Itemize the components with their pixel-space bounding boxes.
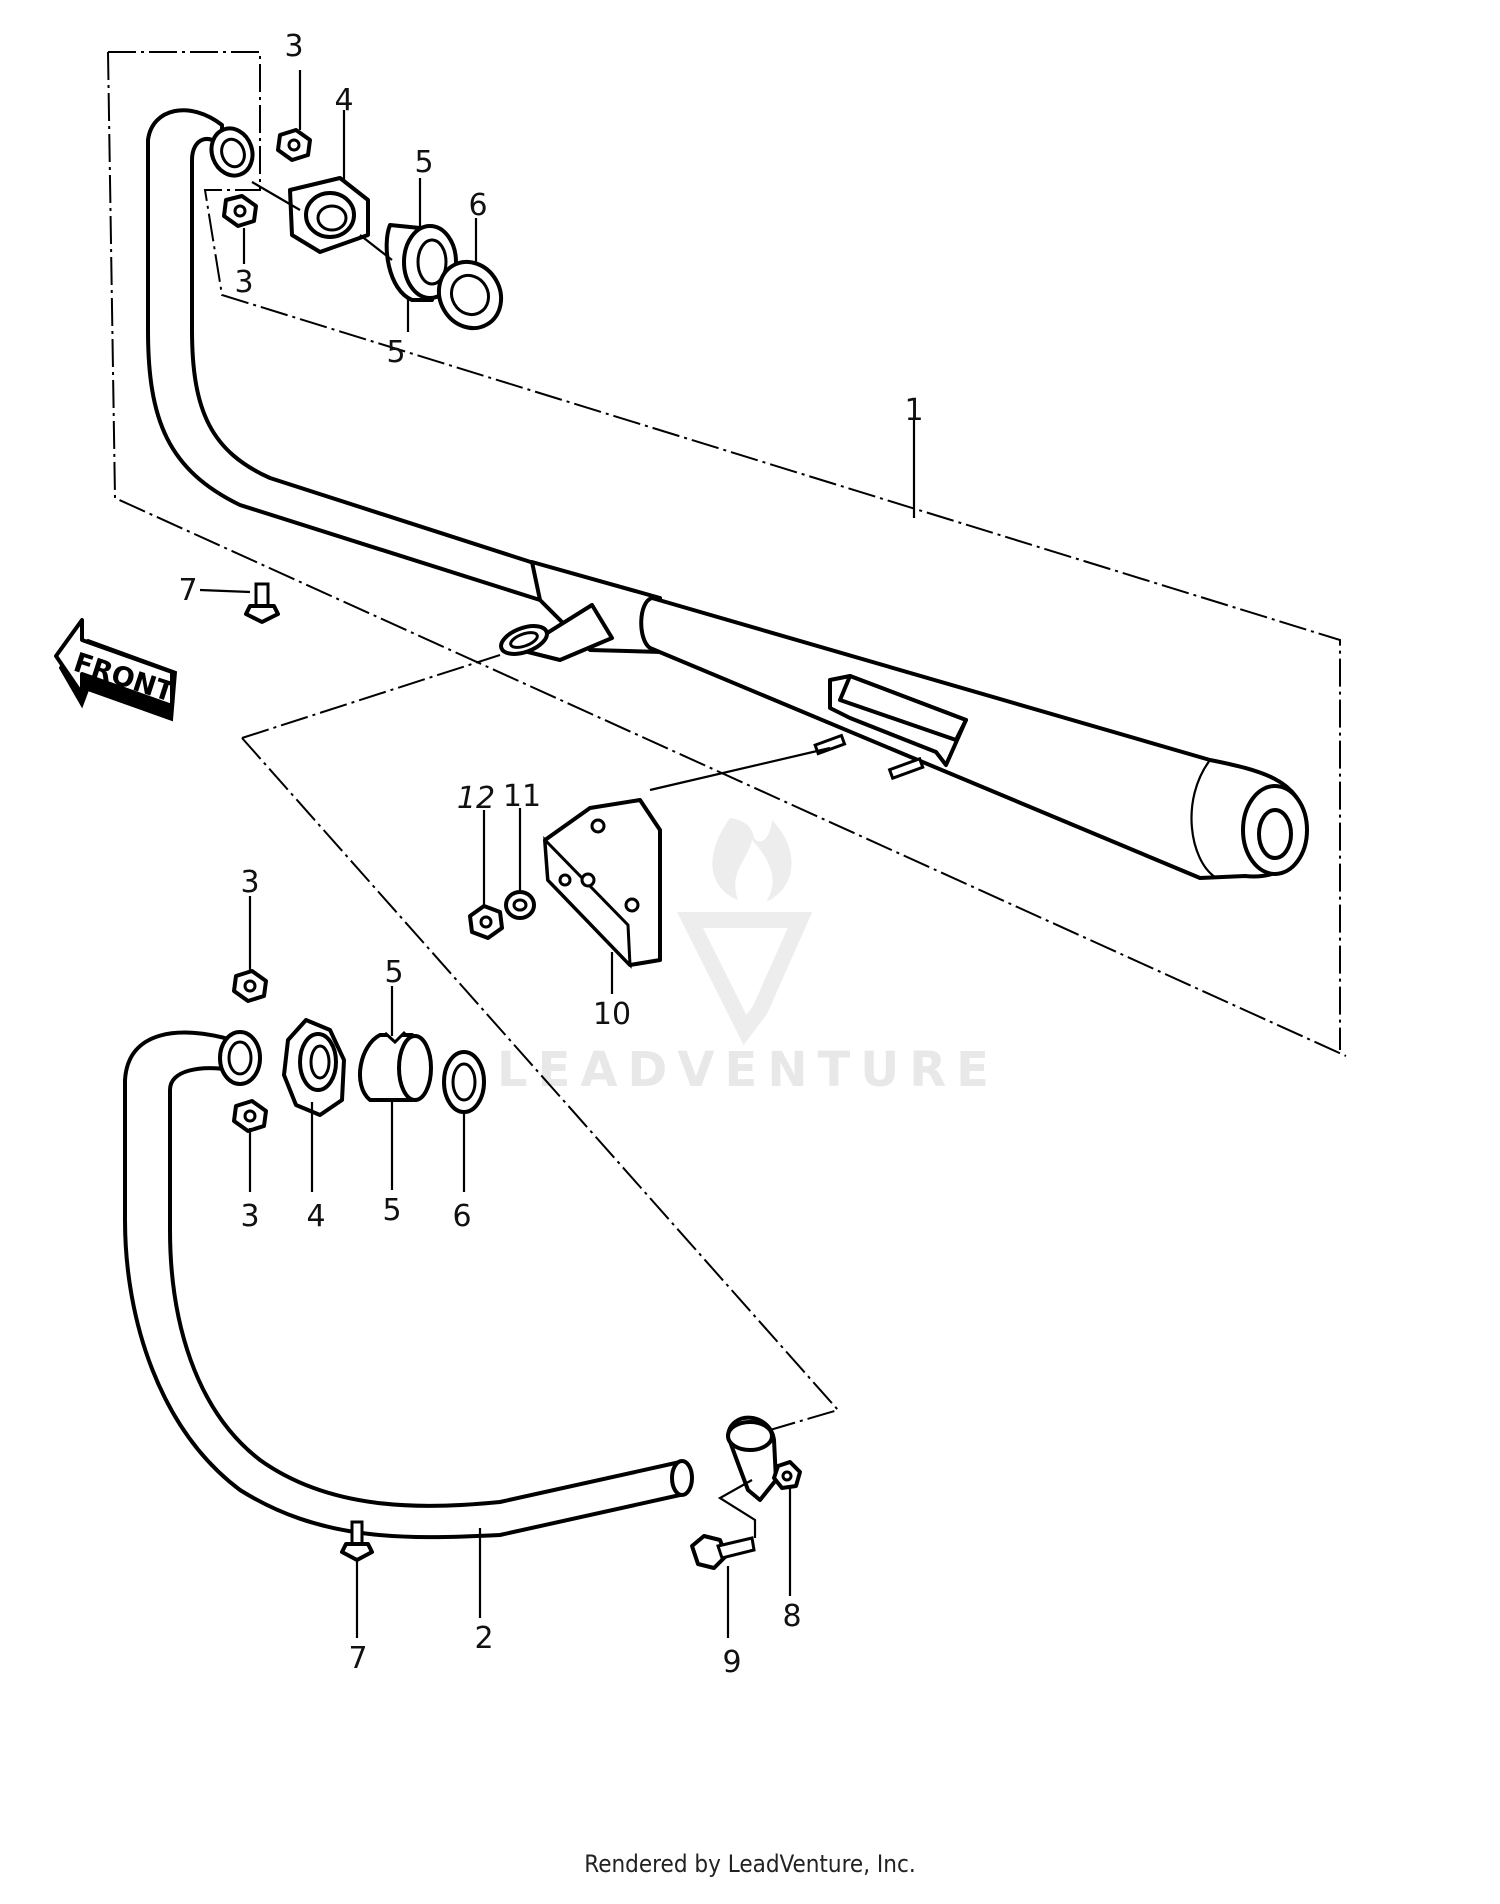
lower-nut-top [232, 969, 268, 1003]
upper-nut-top [276, 128, 312, 162]
callout-7-upper: 7 [178, 573, 197, 608]
mounting-washer [504, 890, 536, 920]
callout-3-upper-top: 3 [284, 29, 303, 64]
mounting-plate [543, 798, 662, 969]
lower-collet [357, 1030, 433, 1102]
pipe-clamp [726, 1415, 802, 1502]
callout-11: 11 [503, 779, 541, 814]
callout-6-upper: 6 [468, 188, 487, 223]
leadventure-watermark: LEADVENTURE [497, 818, 999, 1098]
upper-bolt [244, 582, 280, 624]
upper-flange [288, 176, 370, 254]
muffler-assembly [146, 108, 1309, 880]
callout-10: 10 [593, 997, 631, 1032]
lower-flange-set [232, 969, 486, 1133]
front-direction-marker: FRONT [54, 618, 178, 722]
callout-5-lower-bottom: 5 [382, 1193, 401, 1228]
callout-3-upper-bottom: 3 [234, 265, 253, 300]
callout-3-lower-top: 3 [240, 865, 259, 900]
watermark-text: LEADVENTURE [497, 1042, 999, 1098]
callout-5-upper-top: 5 [414, 145, 433, 180]
assembly-frame-lines [107, 51, 1347, 1431]
upper-nut-bottom [222, 194, 258, 228]
lower-header-pipe [123, 1030, 694, 1540]
callout-9: 9 [722, 1645, 741, 1680]
upper-gasket-ring [436, 259, 504, 331]
callout-4-lower: 4 [306, 1199, 325, 1234]
lower-flange [282, 1018, 346, 1117]
upper-flange-set [222, 128, 504, 331]
callout-5-lower-top: 5 [384, 955, 403, 990]
callout-3-lower-bottom: 3 [240, 1199, 259, 1234]
callout-2: 2 [474, 1621, 493, 1656]
callout-1: 1 [904, 393, 923, 428]
callout-labels: 1 3 4 3 5 6 5 7 12 11 10 3 5 3 4 5 6 2 7… [178, 29, 923, 1680]
mounting-nut [468, 904, 504, 940]
lower-bolt [340, 1520, 374, 1562]
callout-7-lower: 7 [348, 1641, 367, 1676]
callout-8: 8 [782, 1599, 801, 1634]
render-credit: Rendered by LeadVenture, Inc. [584, 1850, 916, 1878]
clamp-bolt [690, 1534, 756, 1570]
leader-lines [199, 70, 916, 1638]
callout-12: 12 [457, 781, 495, 816]
callout-6-lower: 6 [452, 1199, 471, 1234]
lower-nut-bottom [232, 1099, 268, 1133]
callout-4-upper: 4 [334, 83, 353, 118]
callout-5-upper-bottom: 5 [386, 335, 405, 370]
lower-gasket-ring [442, 1050, 486, 1114]
